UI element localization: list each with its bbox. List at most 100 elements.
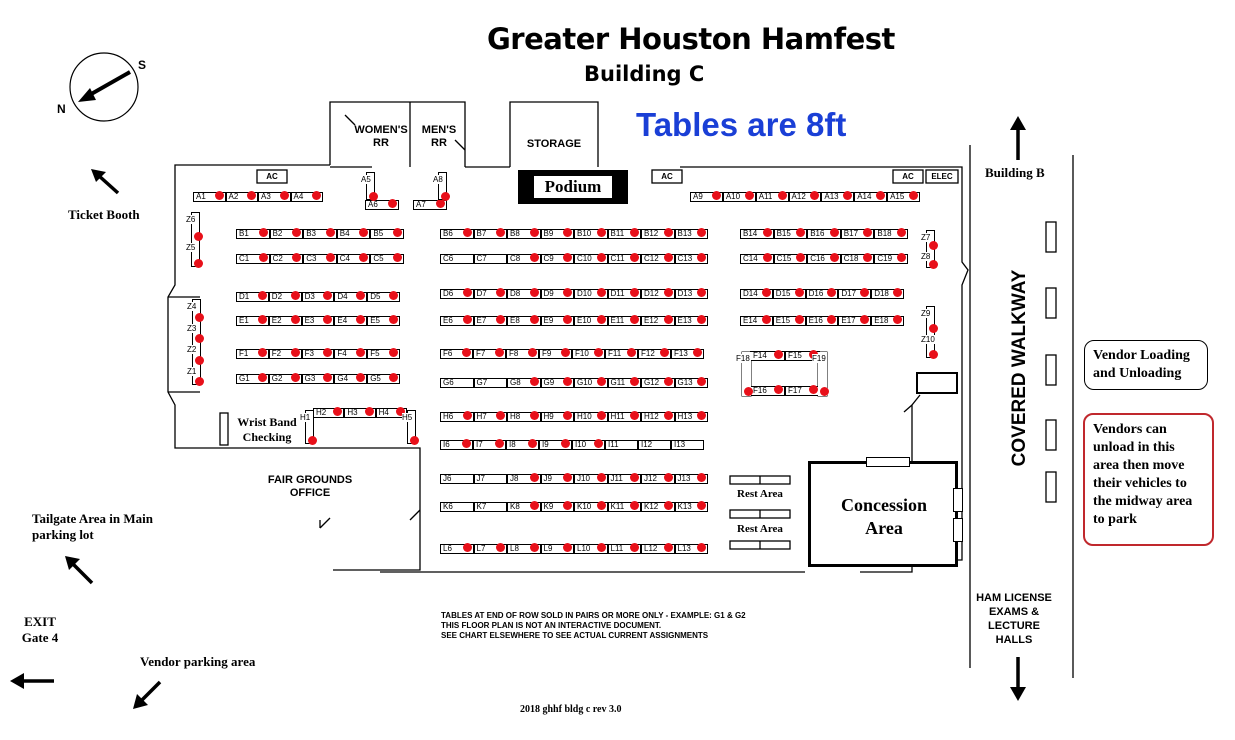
sold-marker: [462, 288, 472, 297]
sold-marker: [596, 543, 606, 552]
vendor-table-label: L8: [510, 544, 519, 553]
vendor-table: K13: [674, 501, 708, 512]
vendor-table: C10: [574, 253, 608, 264]
vendor-table: C7: [473, 254, 507, 264]
sold-marker: [496, 543, 505, 552]
sold-marker: [325, 253, 335, 262]
sold-marker: [596, 411, 606, 420]
sold-marker: [810, 191, 820, 200]
vendor-table: K7: [473, 502, 507, 512]
vendor-table: E15: [772, 315, 806, 326]
vendor-table: H6: [440, 411, 474, 422]
vendor-table: L6: [440, 543, 474, 554]
sold-marker: [876, 191, 886, 200]
direction-arrow-icon: [91, 169, 120, 195]
sold-marker: [356, 373, 366, 382]
sold-marker: [697, 288, 706, 297]
vendor-table-label: G1: [239, 374, 250, 383]
sold-marker: [630, 288, 639, 297]
vendor-table: D15: [772, 288, 806, 299]
vendor-table: E14: [740, 315, 773, 326]
vendor-table: I11: [605, 440, 638, 450]
sold-marker: [596, 228, 606, 237]
sold-marker: [529, 253, 539, 262]
vendor-table-label: J9: [543, 474, 552, 483]
vendor-table: D8: [507, 288, 541, 299]
vendor-table-label: E12: [644, 316, 659, 325]
vertical-table: H1: [300, 410, 317, 445]
vendor-table: F1: [236, 348, 269, 359]
vendor-table-label: E16: [808, 316, 823, 325]
vendor-table: L7: [473, 543, 507, 554]
exit-gate-label: EXIT Gate 4: [21, 614, 59, 645]
vendor-table: I12: [638, 440, 671, 450]
sold-marker: [693, 348, 702, 357]
sold-marker: [761, 315, 771, 324]
vendor-table: D6: [440, 288, 474, 299]
vendor-table-label: F16: [753, 386, 767, 395]
vendor-table-label: K6: [443, 502, 453, 511]
sold-marker: [663, 543, 673, 552]
vendor-table: E16: [805, 315, 839, 326]
vendor-table-label: B18: [877, 229, 892, 238]
vendor-table: F6: [440, 348, 473, 359]
vendor-table: E7: [473, 315, 507, 326]
vendor-table-label: B4: [339, 229, 350, 238]
vendor-table-label: D18: [874, 289, 889, 298]
vendor-table-label: G11: [610, 378, 626, 387]
vendor-table-label: C2: [272, 254, 283, 263]
vendor-table-label: Z7: [921, 233, 931, 242]
page-title: Greater Houston Hamfest: [487, 22, 895, 56]
vendor-table: B12: [641, 228, 675, 239]
vendor-table-label: E11: [610, 316, 625, 325]
vendor-table-label: J6: [443, 474, 452, 483]
vendor-table: J7: [473, 474, 507, 484]
vendor-table-label: C6: [443, 254, 454, 263]
vendor-table-label: B8: [510, 229, 520, 238]
sold-marker: [388, 373, 398, 382]
vendor-table-label: D9: [543, 289, 554, 298]
sold-marker: [247, 191, 256, 200]
vendor-table: L8: [507, 543, 541, 554]
vendor-table: A12: [788, 191, 822, 202]
vendor-table: I10: [572, 439, 605, 450]
vendor-table-label: L13: [677, 544, 691, 553]
vendor-table: C19: [874, 253, 908, 264]
vendor-table: G10: [574, 377, 608, 388]
sold-marker: [462, 315, 472, 324]
sold-marker: [356, 315, 366, 324]
vertical-table: F19: [812, 352, 829, 396]
vendor-table-label: F10: [575, 349, 589, 358]
vendor-table: E6: [440, 315, 474, 326]
sold-marker: [410, 436, 419, 445]
vendor-table-label: C13: [677, 254, 693, 263]
sold-marker: [323, 348, 333, 357]
floor-plan-notes: TABLES AT END OF ROW SOLD IN PAIRS OR MO…: [441, 611, 746, 641]
sold-marker: [929, 241, 938, 250]
sold-marker: [596, 253, 606, 262]
vendor-table-label: F3: [304, 349, 314, 358]
vendor-table: H11: [607, 411, 641, 422]
sold-marker: [290, 291, 300, 300]
sold-marker: [359, 253, 369, 262]
sold-marker: [829, 228, 839, 237]
sold-marker: [774, 385, 783, 394]
sold-marker: [462, 543, 472, 552]
vendor-table: G4: [334, 373, 368, 384]
sold-marker: [388, 291, 398, 300]
vendor-table: D11: [607, 288, 641, 299]
vendor-table-label: H9: [543, 412, 554, 421]
vendor-table: B5: [370, 228, 404, 239]
vendor-table: B17: [840, 228, 875, 239]
sold-marker: [630, 501, 639, 510]
vendor-table-label: E18: [874, 316, 889, 325]
vendor-table: J6: [440, 474, 474, 484]
vendor-table: D4: [334, 291, 368, 302]
vendor-table-label: C10: [577, 254, 592, 263]
